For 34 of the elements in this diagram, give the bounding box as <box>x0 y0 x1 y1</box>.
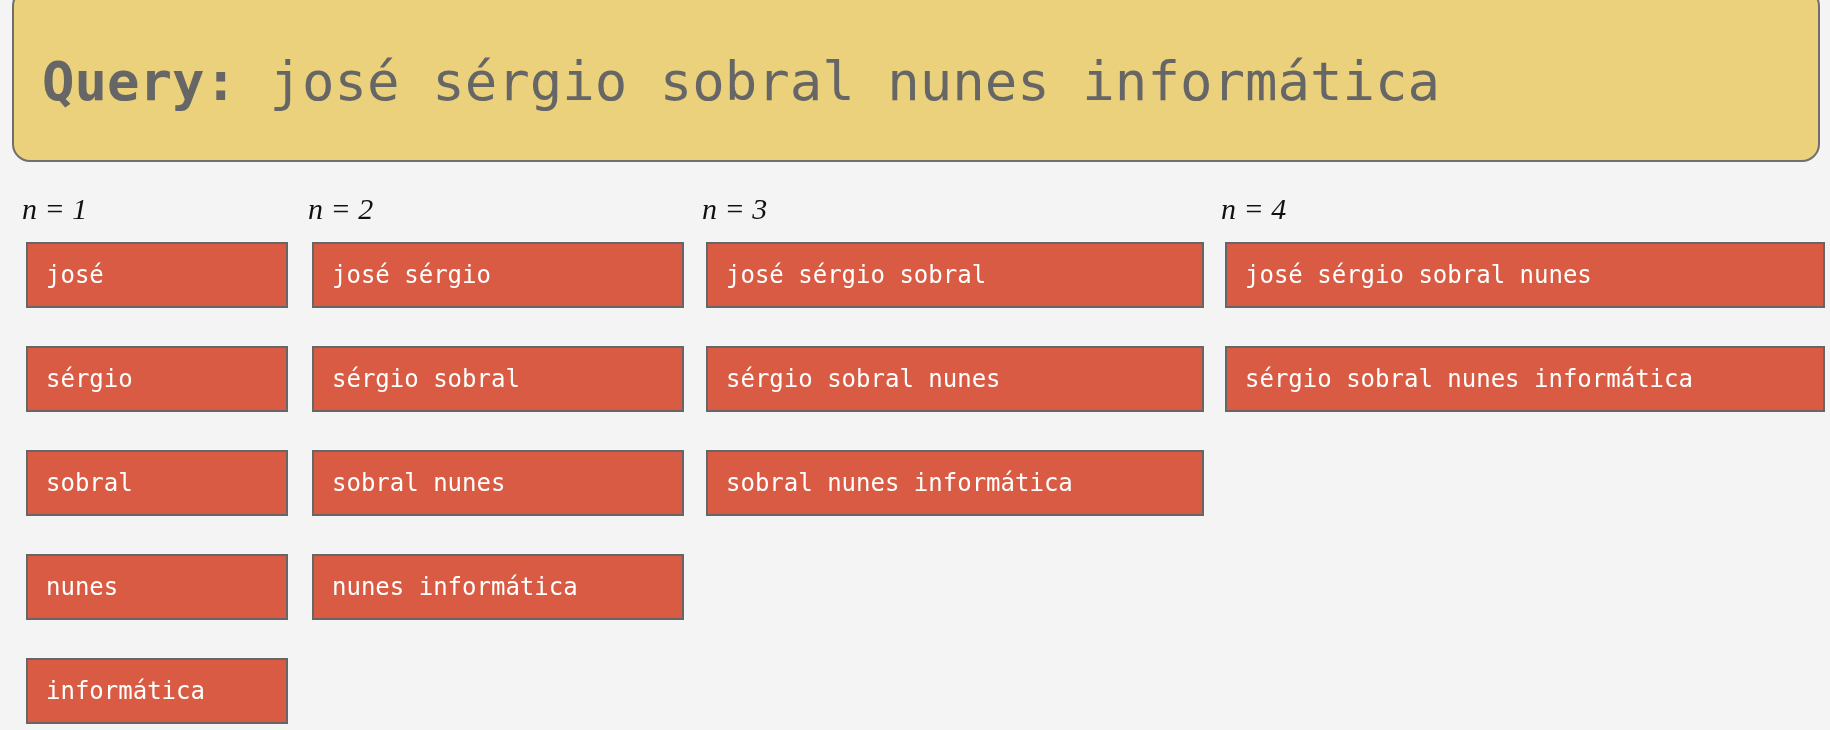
ngram-box <box>312 450 684 516</box>
ngram-box <box>706 242 1204 308</box>
ngram-box <box>26 242 288 308</box>
column-heading: n = 3 <box>702 192 768 226</box>
ngram-text: sobral nunes <box>332 469 506 497</box>
ngram-box <box>312 242 684 308</box>
ngram-box <box>1225 346 1825 412</box>
query-text: Query: josé sérgio sobral nunes informática <box>42 49 1440 113</box>
ngram-text: josé sérgio <box>332 261 491 289</box>
ngram-text: sérgio sobral nunes informática <box>1245 365 1693 393</box>
ngram-box <box>26 658 288 724</box>
ngram-text: sobral <box>46 469 133 497</box>
ngram-text: josé sérgio sobral <box>726 261 987 289</box>
ngram-box <box>1225 242 1825 308</box>
ngram-box <box>312 346 684 412</box>
ngram-text: josé <box>46 261 104 289</box>
ngram-text: sérgio sobral <box>332 365 520 393</box>
ngram-text: sérgio <box>46 365 133 393</box>
ngram-box <box>26 554 288 620</box>
ngram-box <box>706 346 1204 412</box>
column-heading: n = 4 <box>1221 192 1287 226</box>
ngram-box <box>312 554 684 620</box>
ngram-text: sérgio sobral nunes <box>726 365 1001 393</box>
query-banner <box>12 0 1820 162</box>
ngram-box <box>26 450 288 516</box>
column-heading: n = 2 <box>308 192 374 226</box>
ngram-box <box>706 450 1204 516</box>
ngram-box <box>26 346 288 412</box>
ngram-text: nunes <box>46 573 119 601</box>
column-heading: n = 1 <box>22 192 88 226</box>
ngram-text: sobral nunes informática <box>726 469 1073 497</box>
ngram-text: informática <box>46 677 205 705</box>
ngram-text: nunes informática <box>332 573 578 601</box>
ngram-text: josé sérgio sobral nunes <box>1245 261 1592 289</box>
